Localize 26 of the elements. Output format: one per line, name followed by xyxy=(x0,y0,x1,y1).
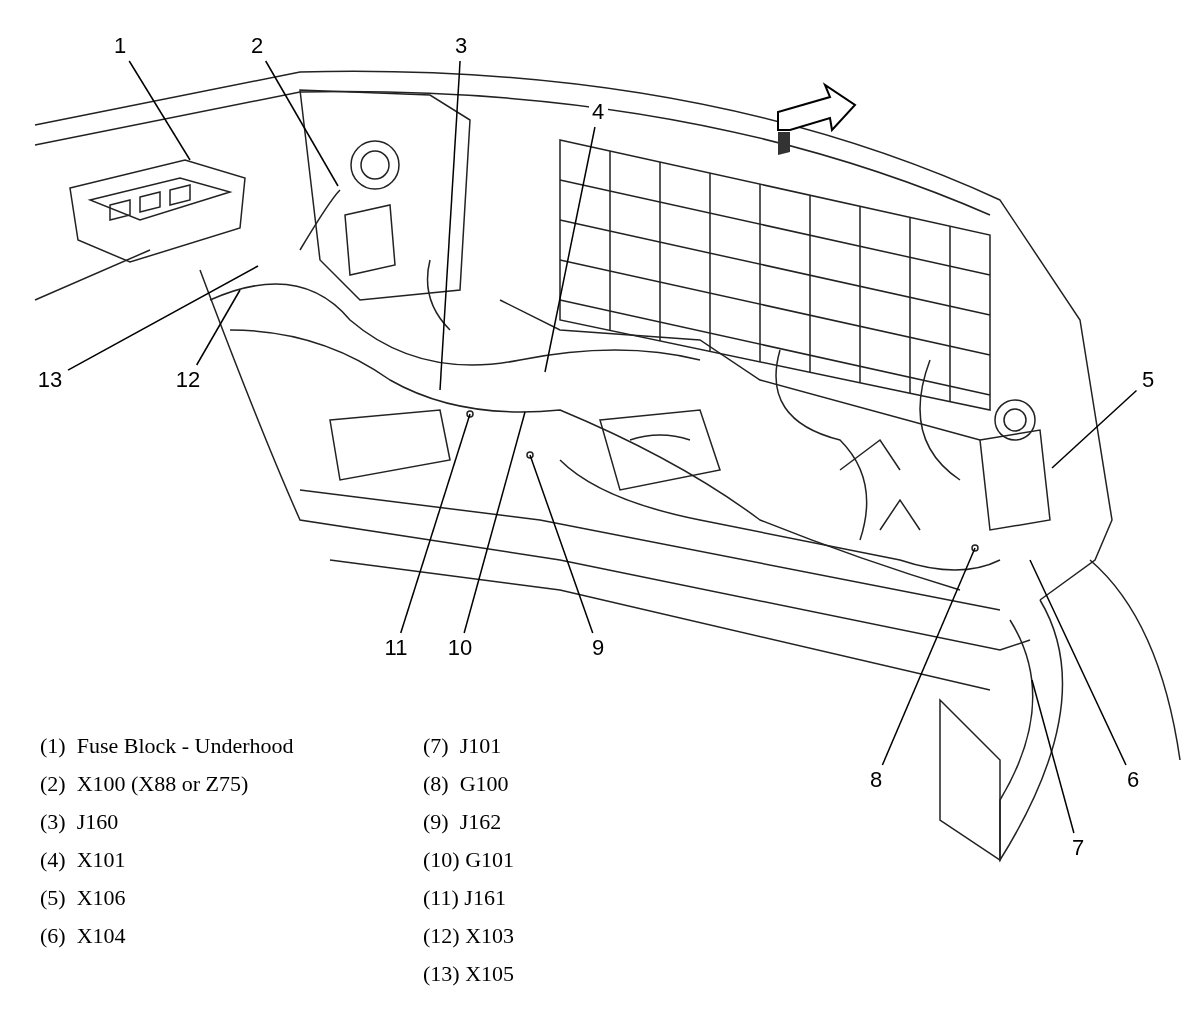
leader-line xyxy=(463,411,526,634)
leader-line xyxy=(67,265,259,371)
leader-line xyxy=(400,413,471,634)
legend-entry: (6) X104 xyxy=(40,925,126,947)
leader-line xyxy=(439,60,461,391)
leader-line xyxy=(264,60,339,187)
legend-entry: (4) X101 xyxy=(40,849,126,871)
legend-entry: (13) X105 xyxy=(423,963,515,985)
legend-entry: (9) J162 xyxy=(423,811,502,833)
legend-entry: (11) J161 xyxy=(423,887,506,909)
legend-entry: (5) X106 xyxy=(40,887,126,909)
leader-line xyxy=(544,126,596,373)
legend-entry: (3) J160 xyxy=(40,811,119,833)
legend-entry: (10) G101 xyxy=(423,849,515,871)
leader-line xyxy=(1031,679,1075,834)
leader-line xyxy=(128,60,191,161)
leader-line xyxy=(1029,559,1127,766)
leader-line xyxy=(881,547,976,766)
leader-line xyxy=(195,289,241,366)
leader-line xyxy=(529,454,594,634)
legend-entry: (12) X103 xyxy=(423,925,515,947)
legend-entry: (2) X100 (X88 or Z75) xyxy=(40,773,249,795)
legend-entry: (7) J101 xyxy=(423,735,502,757)
legend-entry: (1) Fuse Block - Underhood xyxy=(40,735,294,757)
leader-line xyxy=(1051,389,1138,469)
legend-entry: (8) G100 xyxy=(423,773,509,795)
